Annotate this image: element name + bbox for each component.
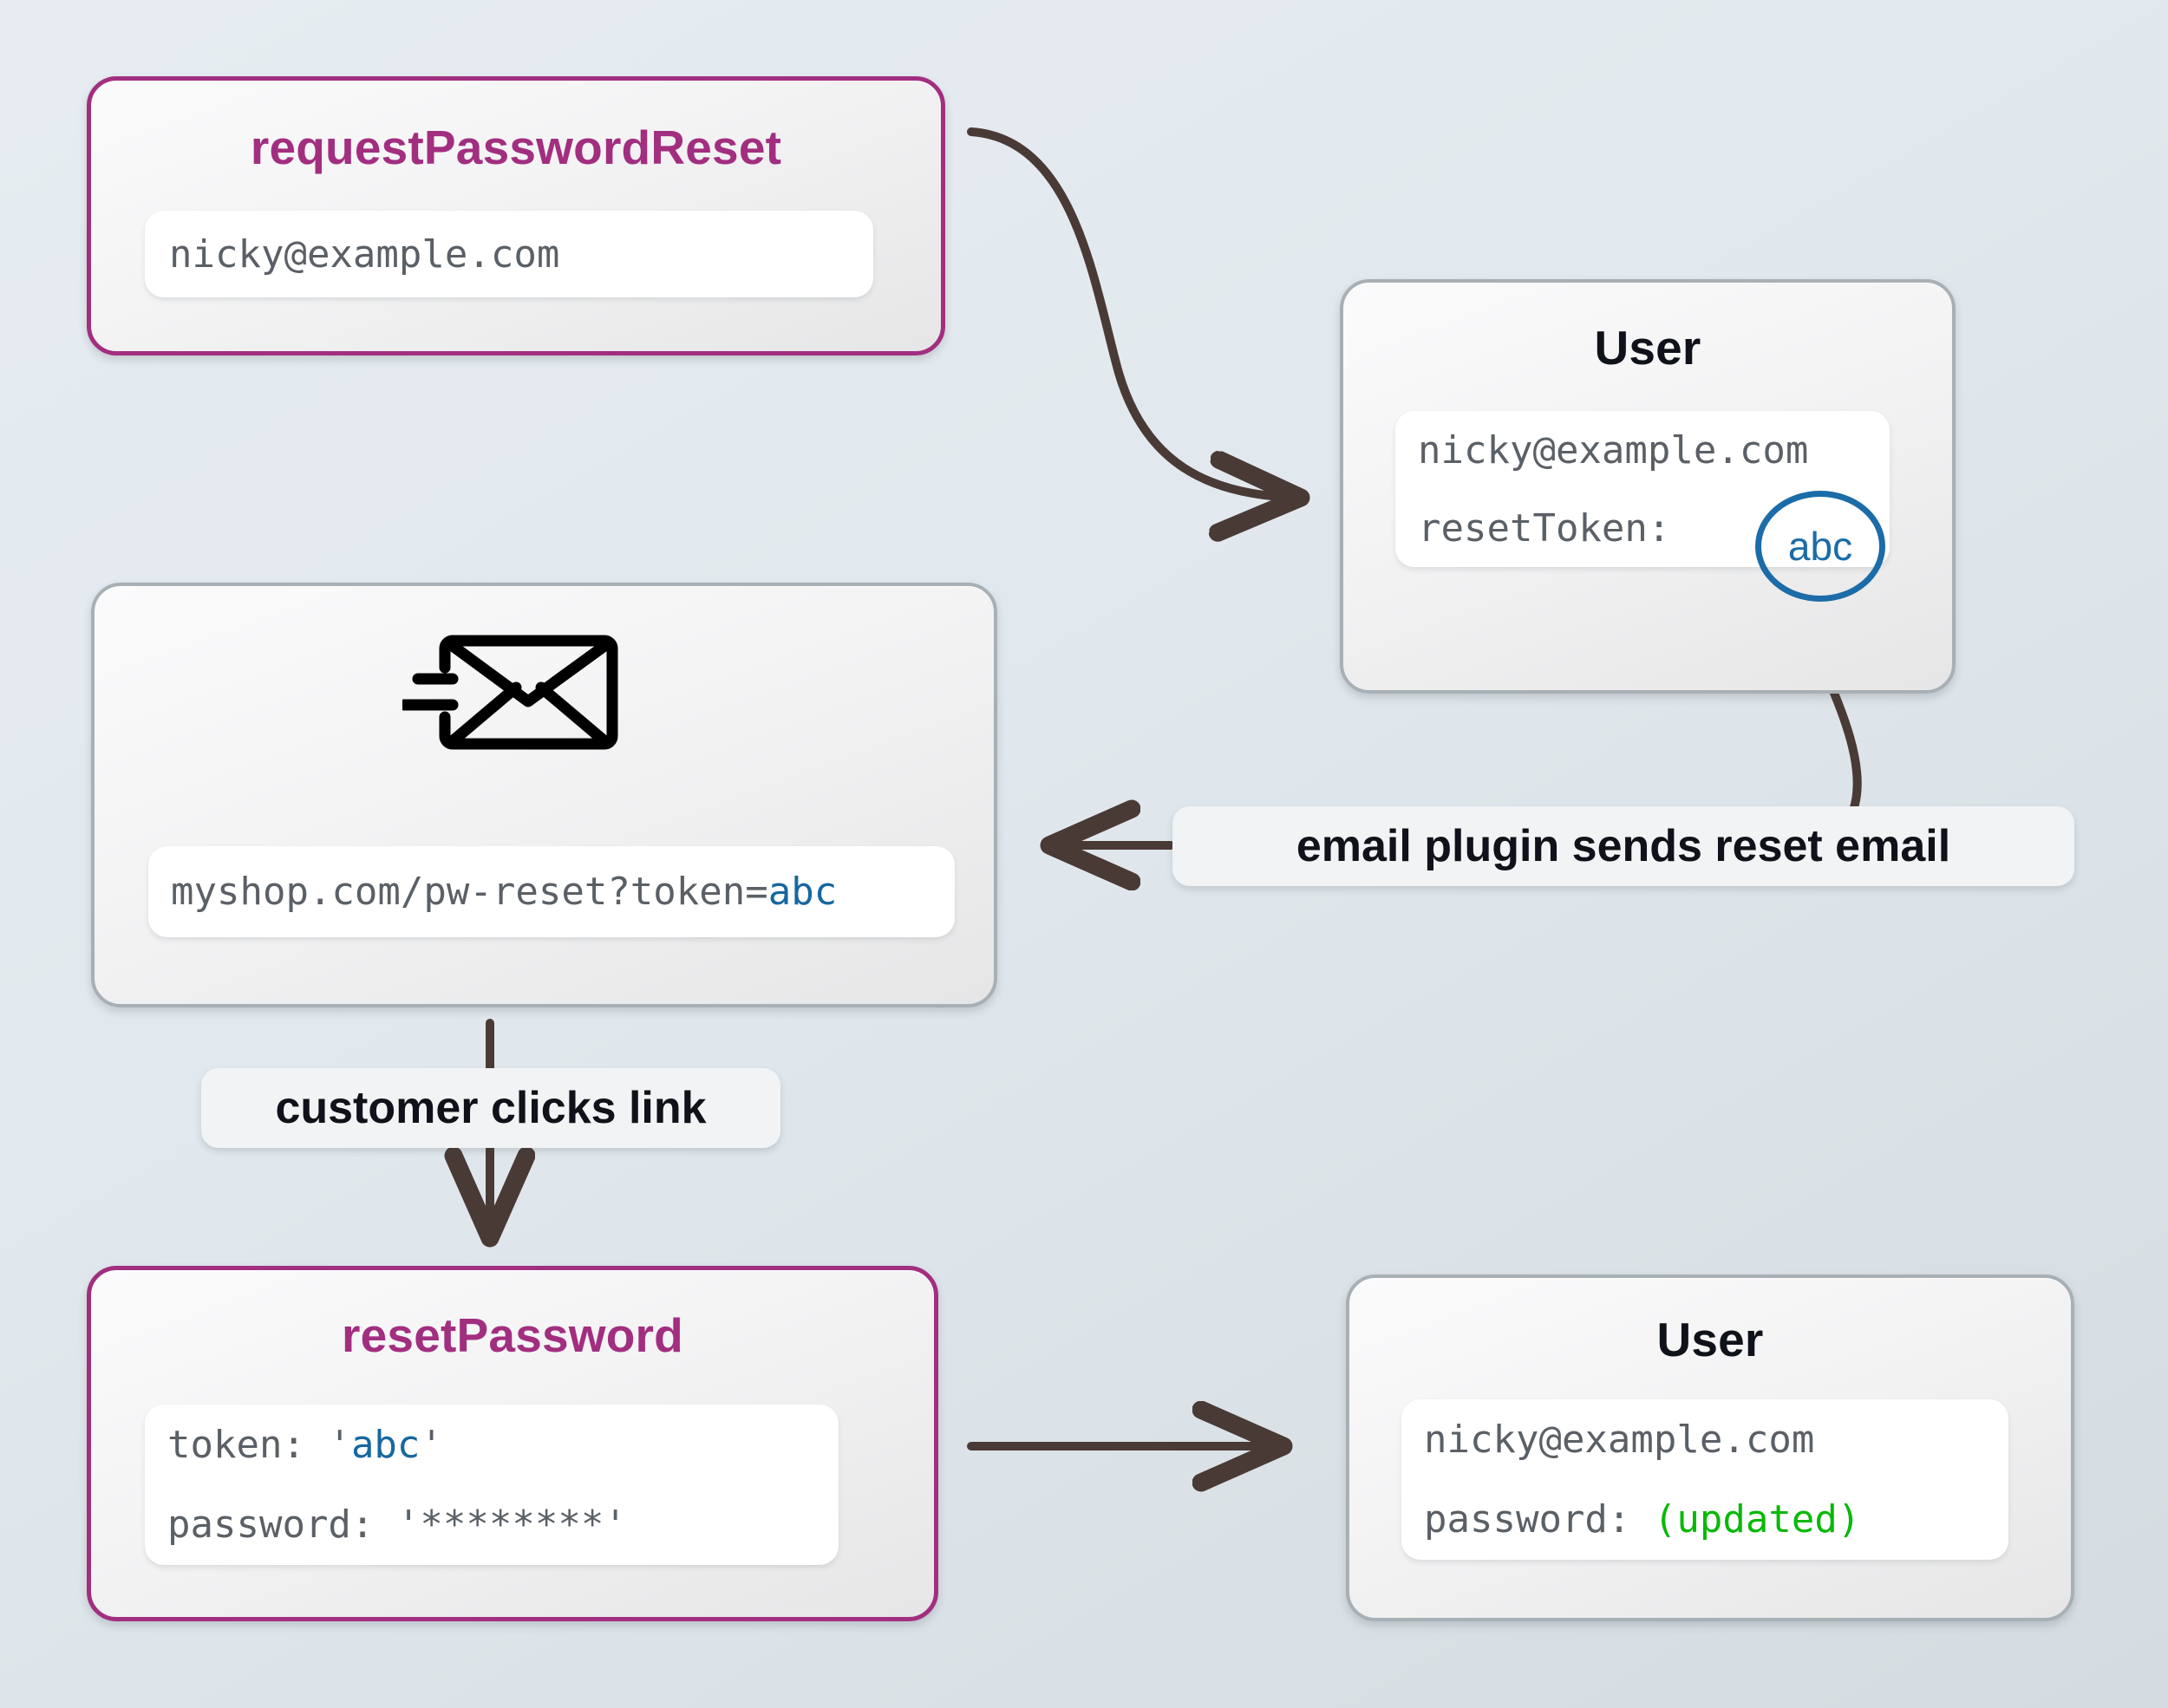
reset-password-token-quote-open: ' — [328, 1422, 351, 1467]
node-title-reset-password: resetPassword — [342, 1308, 683, 1362]
user-updated-password-line: password: (updated) — [1401, 1497, 2008, 1542]
field-user-updated-record: nicky@example.com password: (updated) — [1401, 1399, 2008, 1560]
reset-url-text: myshop.com/pw-reset?token=abc — [148, 870, 955, 914]
field-email-value: nicky@example.com — [169, 231, 560, 277]
node-reset-email-card[interactable]: myshop.com/pw-reset?token=abc — [91, 583, 997, 1007]
user-reset-token-label: resetToken: — [1418, 505, 1671, 551]
reset-url-token: abc — [767, 870, 838, 914]
field-reset-password-args: token: 'abc' password: '********' — [145, 1405, 839, 1565]
reset-password-password-line: password: '********' — [145, 1503, 839, 1547]
user-updated-email-value: nicky@example.com — [1424, 1417, 1815, 1462]
node-user-with-token[interactable]: User nicky@example.com resetToken: abc — [1340, 279, 1956, 694]
field-email: nicky@example.com — [145, 211, 873, 297]
reset-password-password-value: '********' — [396, 1503, 627, 1548]
node-user-updated[interactable]: User nicky@example.com password: (update… — [1346, 1274, 2074, 1621]
edge-label-email-plugin: email plugin sends reset email — [1172, 806, 2074, 886]
node-reset-password[interactable]: resetPassword token: 'abc' password: '**… — [87, 1266, 938, 1621]
user-email-value: nicky@example.com — [1418, 427, 1809, 473]
edge-label-customer-clicks: customer clicks link — [201, 1068, 780, 1148]
node-title-request-password-reset: requestPasswordReset — [250, 121, 782, 174]
reset-token-highlight-circle: abc — [1755, 491, 1885, 602]
edge-request-to-user — [967, 127, 1301, 498]
node-request-password-reset[interactable]: requestPasswordReset nicky@example.com — [87, 76, 945, 355]
reset-password-password-label: password: — [167, 1503, 397, 1548]
node-title-user-token: User — [1594, 321, 1701, 375]
node-title-user-updated: User — [1656, 1313, 1764, 1366]
reset-token-value: abc — [1787, 524, 1853, 569]
user-updated-password-label: password: — [1424, 1497, 1654, 1542]
reset-password-token-quote-close: ' — [420, 1422, 443, 1467]
reset-url-prefix: myshop.com/pw-reset?token= — [171, 870, 768, 914]
reset-password-token-line: token: 'abc' — [145, 1423, 839, 1467]
envelope-send-icon — [398, 634, 619, 755]
reset-password-token-label: token: — [167, 1422, 329, 1467]
field-user-token-record: nicky@example.com resetToken: — [1395, 411, 1890, 567]
field-reset-url: myshop.com/pw-reset?token=abc — [148, 846, 955, 937]
user-updated-password-value: (updated) — [1653, 1497, 1861, 1542]
reset-password-token-value: abc — [350, 1422, 421, 1467]
